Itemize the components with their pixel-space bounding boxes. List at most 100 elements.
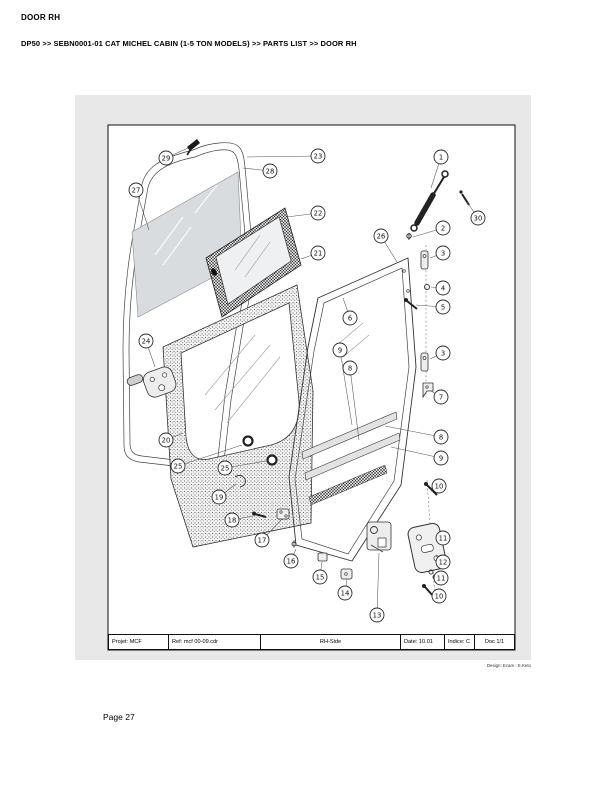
callout-circle-15 (312, 569, 328, 585)
callout-number-17: 17 (258, 536, 267, 544)
leader-line-9 (339, 349, 353, 426)
latch-plate-14 (340, 568, 353, 580)
callout-number-28: 28 (266, 167, 275, 175)
page-number: Page 27 (103, 712, 135, 722)
strut-bolt (406, 233, 412, 240)
title-block-date: Date: 10.01 (401, 635, 445, 649)
callout-circle-3 (435, 345, 451, 361)
callout-number-2: 2 (441, 224, 445, 232)
callout-number-4: 4 (441, 284, 445, 292)
callout-number-13: 13 (373, 611, 382, 619)
window-latch-knob (211, 268, 217, 276)
callout-circle-10 (431, 478, 447, 494)
callout-circle-26 (373, 228, 389, 244)
leader-line-8 (384, 425, 442, 438)
screw-10-upper (424, 482, 438, 496)
title-block-indice: Indice: C (445, 635, 475, 649)
callout-number-25: 25 (174, 462, 183, 470)
callout-number-1: 1 (439, 153, 443, 161)
callout-number-10: 10 (435, 482, 444, 490)
callout-number-8: 8 (348, 364, 352, 372)
leader-line-13 (376, 552, 380, 616)
title-block: Projet: MCF Ref: mcf 00-09.cdr RH-Side D… (108, 634, 515, 650)
callout-number-6: 6 (348, 314, 352, 322)
callout-number-7: 7 (439, 393, 443, 401)
callout-circle-23 (310, 148, 326, 164)
callout-number-23: 23 (314, 152, 323, 160)
callout-number-3: 3 (441, 349, 445, 357)
callout-number-14: 14 (341, 589, 350, 597)
callout-circle-21 (310, 245, 326, 261)
callout-circle-29 (158, 150, 174, 166)
callout-circle-10 (431, 588, 447, 604)
hinge-hardware (404, 245, 434, 399)
callout-number-19: 19 (215, 493, 224, 501)
leader-line-23 (246, 155, 319, 158)
hinge-plate-17 (276, 508, 290, 520)
callout-circle-1 (433, 149, 449, 165)
callout-number-9: 9 (439, 454, 443, 462)
callout-circle-8 (342, 360, 358, 376)
leader-line-9 (390, 446, 442, 459)
leader-line-8 (349, 367, 360, 441)
clamp-part (186, 139, 200, 156)
latch-mechanism (340, 521, 392, 580)
callout-number-18: 18 (228, 516, 237, 524)
door-sill-strip (308, 464, 388, 506)
design-credit: Design: Ecam : E.Keto (486, 663, 531, 668)
callout-number-26: 26 (377, 232, 386, 240)
callout-circle-3 (435, 245, 451, 261)
callout-number-21: 21 (314, 249, 323, 257)
parts-diagram: 2923282722130226213456249387892025251910… (107, 124, 516, 651)
title-block-ref: Ref: mcf 00-09.cdr (169, 635, 261, 649)
title-block-doc: Doc 1/1 (484, 639, 505, 645)
callout-circle-17 (254, 532, 270, 548)
callout-circle-25 (170, 458, 186, 474)
callout-number-24: 24 (142, 337, 151, 345)
screw-5 (404, 298, 418, 310)
callout-circle-11 (433, 570, 449, 586)
callout-number-29: 29 (162, 154, 171, 162)
leader-line-25 (177, 444, 243, 467)
callout-circle-13 (369, 607, 385, 623)
hinge-7 (422, 382, 434, 399)
callout-number-12: 12 (439, 558, 448, 566)
callout-number-16: 16 (287, 557, 296, 565)
callout-circle-25 (217, 460, 233, 476)
callout-circle-5 (435, 299, 451, 315)
clip-19 (234, 474, 246, 488)
callout-number-3: 3 (441, 249, 445, 257)
callout-number-9: 9 (338, 346, 342, 354)
callout-circle-9 (332, 342, 348, 358)
window-frame-seal (205, 207, 302, 318)
callout-circle-20 (158, 432, 174, 448)
callout-number-11: 11 (437, 574, 446, 582)
callout-circle-19 (211, 489, 227, 505)
page-title: DOOR RH (21, 13, 61, 22)
callout-circle-28 (262, 163, 278, 179)
callout-circle-18 (224, 512, 240, 528)
callout-circle-6 (342, 310, 358, 326)
callout-circle-11 (435, 530, 451, 546)
callout-circle-12 (435, 554, 451, 570)
callout-number-15: 15 (316, 573, 325, 581)
door-rail-lower (304, 432, 401, 481)
door-rail-upper (301, 411, 398, 460)
callout-circle-24 (138, 333, 154, 349)
door-handle (126, 366, 177, 398)
title-block-side: RH-Side (261, 635, 401, 649)
callout-number-11: 11 (439, 534, 448, 542)
callout-number-25: 25 (221, 464, 230, 472)
grommets (242, 435, 278, 466)
callout-number-20: 20 (162, 436, 171, 444)
callout-circle-16 (283, 553, 299, 569)
lock-small-parts (234, 474, 328, 562)
callout-circle-7 (433, 389, 449, 405)
callout-circle-4 (435, 280, 451, 296)
door-trim-panel (162, 284, 314, 548)
callout-circle-9 (433, 450, 449, 466)
callout-circle-2 (435, 220, 451, 236)
